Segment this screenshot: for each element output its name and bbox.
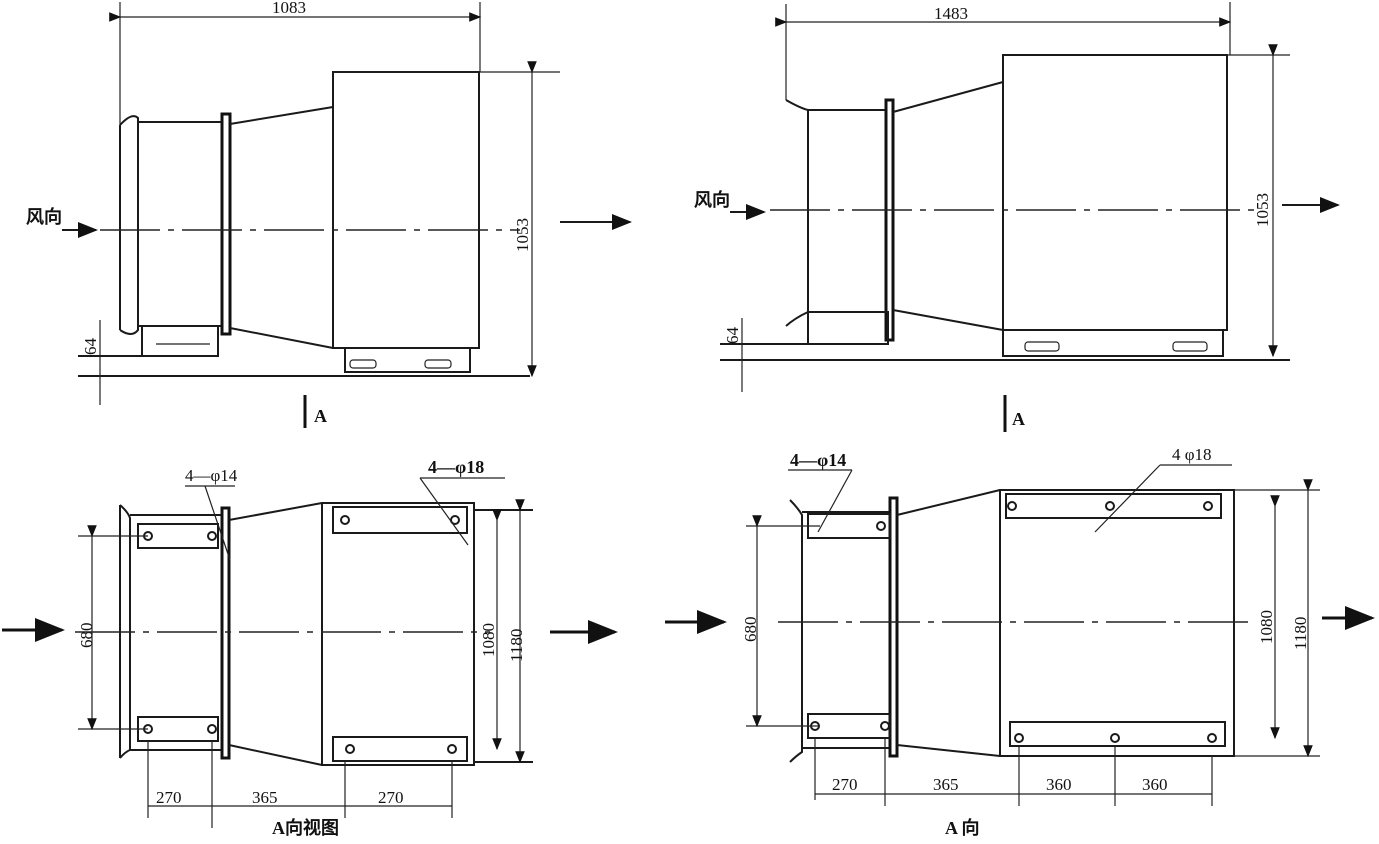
- dim-length-text: 1083: [272, 0, 306, 17]
- inlet-bellmouth: [119, 504, 131, 759]
- flow-direction-label: 风向: [26, 206, 62, 227]
- view-caption: A向视图: [272, 817, 339, 838]
- dim-inner-width: 1080: [1257, 610, 1276, 644]
- dim-length-text: 1483: [934, 4, 968, 23]
- flange: [220, 112, 232, 336]
- inlet-foot: [807, 311, 889, 345]
- flange: [884, 98, 895, 342]
- motor-casing: [1002, 54, 1228, 331]
- dim-outer-width: 1180: [1291, 617, 1310, 650]
- hole-callout-small: 4—φ14: [185, 466, 238, 485]
- hole-callout-small: 4—φ14: [790, 450, 846, 470]
- dim-bolt-span: 680: [741, 617, 760, 643]
- inlet-bellmouth: [789, 499, 803, 763]
- flange: [888, 496, 899, 758]
- dim-segment-3: 360: [1046, 775, 1072, 794]
- dim-segment-2: 365: [933, 775, 959, 794]
- hole-callout-large: 4 φ18: [1172, 445, 1212, 464]
- side-view-left: 1083 1053 64 风向: [26, 0, 632, 428]
- side-view-right: 1483 1053 64 风向 A: [694, 2, 1340, 432]
- foot-slot: [137, 716, 219, 742]
- motor-foot: [344, 347, 471, 373]
- a-view-right: 4—φ14 4 φ18 680 1080 1180 270 365 360 36…: [665, 445, 1375, 838]
- foot-slot: [1009, 721, 1226, 747]
- dim-height-text: 1053: [513, 218, 532, 252]
- motor-foot: [1002, 329, 1224, 357]
- view-caption: A 向: [945, 817, 980, 838]
- motor-casing: [321, 502, 475, 766]
- dim-inner-width: 1080: [479, 623, 498, 657]
- foot-slot: [1005, 493, 1222, 519]
- view-marker-label: A: [1012, 409, 1025, 429]
- dim-outer-width: 1180: [507, 629, 526, 662]
- dim-segment-3: 270: [378, 788, 404, 807]
- hole-callout-large: 4—φ18: [428, 457, 484, 477]
- foot-slot: [807, 713, 891, 739]
- foot-slot: [332, 736, 468, 762]
- dim-segment-4: 360: [1142, 775, 1168, 794]
- flange: [220, 506, 231, 760]
- dim-foot-text: 64: [723, 327, 742, 345]
- flow-direction-label: 风向: [694, 189, 730, 210]
- a-view-left: 4—φ14 4—φ18 680 1080 1180 270 365 270 A向…: [2, 457, 618, 838]
- inlet-bellmouth: [119, 115, 139, 335]
- dim-height-text: 1053: [1253, 193, 1272, 227]
- inlet-foot: [141, 325, 219, 357]
- dim-segment-1: 270: [156, 788, 182, 807]
- dim-foot-text: 64: [81, 338, 100, 356]
- dim-segment-2: 365: [252, 788, 278, 807]
- motor-casing: [999, 489, 1235, 757]
- view-marker-label: A: [314, 406, 327, 426]
- dim-segment-1: 270: [832, 775, 858, 794]
- inlet-bellmouth: [785, 99, 809, 327]
- foot-slot: [332, 506, 468, 534]
- motor-casing: [332, 71, 480, 349]
- dim-bolt-span: 680: [77, 623, 96, 649]
- foot-slot: [137, 523, 219, 549]
